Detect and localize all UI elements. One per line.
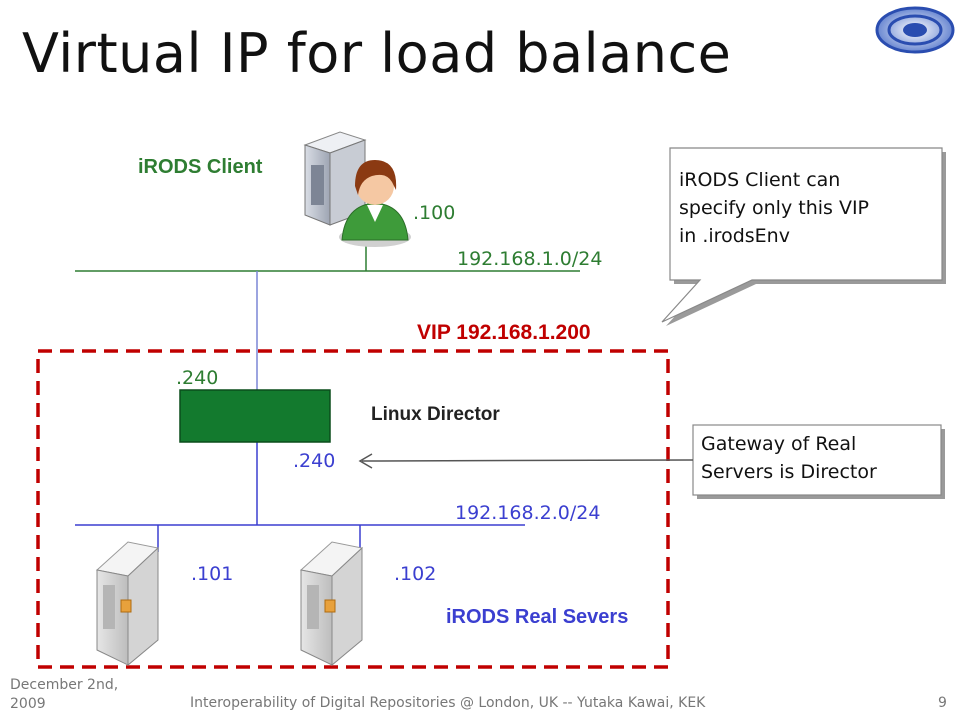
server1-host-ip: .101 [191, 563, 234, 585]
vip-callout-line-2: specify only this VIP [679, 197, 870, 219]
network-1-label: 192.168.1.0/24 [457, 248, 603, 270]
gateway-callout-line-2: Servers is Director [701, 461, 877, 483]
slide-title: Virtual IP for load balance [22, 22, 732, 85]
server2-icon [299, 541, 364, 667]
vip-callout-shape [661, 147, 946, 326]
footer-page-number: 9 [938, 695, 947, 711]
vip-label: VIP 192.168.1.200 [417, 321, 591, 344]
server2-host-ip: .102 [394, 563, 437, 585]
director-label: Linux Director [371, 404, 500, 425]
footer-date-line-2: 2009 [10, 696, 46, 712]
gateway-callout-text: Gateway of Real Servers is Director [701, 430, 877, 486]
gateway-arrow [361, 459, 694, 462]
kek-logo [875, 6, 955, 54]
vip-callout-line-1: iRODS Client can [679, 169, 841, 191]
user-icon [339, 160, 411, 247]
client-label: iRODS Client [138, 156, 263, 178]
vip-callout-text: iRODS Client can specify only this VIP i… [679, 166, 869, 250]
servers-label: iRODS Real Severs [446, 606, 629, 628]
server1-icon [95, 541, 160, 667]
linux-director-box [179, 389, 331, 443]
client-computer-icon [303, 131, 367, 226]
director-ip-bottom: .240 [293, 450, 336, 472]
vip-region [36, 349, 670, 669]
client-host-ip: .100 [413, 202, 456, 224]
footer-center: Interoperability of Digital Repositories… [190, 695, 706, 711]
gateway-arrowhead [358, 453, 373, 469]
gateway-callout-shape [692, 424, 945, 499]
footer-date: December 2nd, 2009 [10, 676, 118, 714]
network-2-label: 192.168.2.0/24 [455, 502, 601, 524]
gateway-callout-line-1: Gateway of Real [701, 433, 857, 455]
footer-date-line-1: December 2nd, [10, 677, 119, 693]
vip-callout-line-3: in .irodsEnv [679, 225, 790, 247]
director-ip-top: .240 [176, 367, 219, 389]
